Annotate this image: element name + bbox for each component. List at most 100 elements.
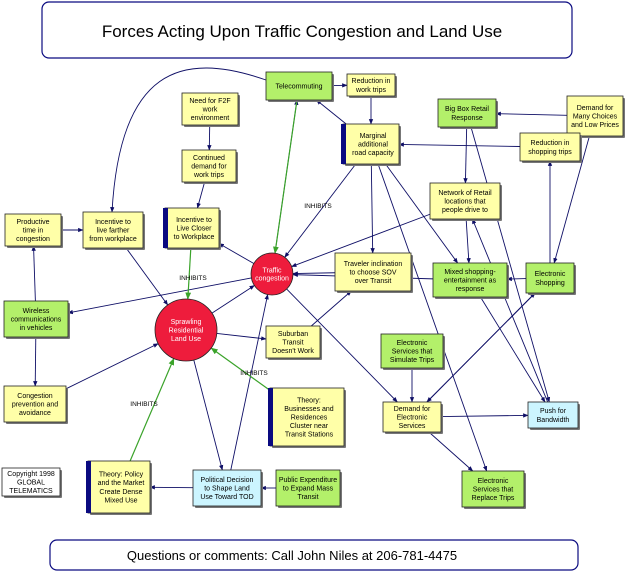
- box-label-line: Incentive to: [176, 217, 212, 224]
- box-label-line: Mixed shopping-: [444, 269, 496, 276]
- influence-arrow: [426, 292, 536, 403]
- box-label-line: Push for: [540, 408, 567, 415]
- box-label-line: Productive: [16, 219, 49, 226]
- box-label-line: Incentive to: [95, 219, 131, 226]
- box-label-line: in vehicles: [20, 325, 53, 332]
- influence-arrow: [292, 271, 336, 276]
- influence-arrow: [436, 413, 529, 419]
- influence-arrow: [385, 163, 458, 264]
- box-label-line: Services that: [392, 349, 433, 356]
- inhibits-arrow: [273, 99, 298, 254]
- box-label-line: Need for F2F: [189, 98, 230, 105]
- inhibits-label-4: INHIBITS: [130, 401, 158, 408]
- box-label-line: Create Dense: [99, 489, 142, 496]
- influence-arrow: [553, 135, 590, 264]
- box-reduction-shopping: Reduction in shopping trips: [519, 132, 582, 163]
- circle-label-line: Traffic: [262, 267, 282, 274]
- influence-arrow: [291, 213, 431, 267]
- box-label-line: Electronic: [397, 415, 428, 422]
- box-label-line: Live Closer: [176, 226, 212, 233]
- circle-label-line: congestion: [255, 276, 289, 283]
- box-label-line: Businesses and: [284, 406, 334, 413]
- box-label-line: Services: [399, 423, 426, 430]
- influence-arrow: [33, 336, 38, 387]
- box-label-line: prevention and: [12, 402, 58, 409]
- box-label-line: over Transit: [355, 278, 392, 285]
- box-label-line: Transit: [282, 340, 303, 347]
- influence-arrow: [315, 99, 347, 125]
- box-label-line: Replace Trips: [472, 495, 515, 502]
- box-label-line: and Low Prices: [571, 122, 619, 129]
- box-label-line: environment: [191, 115, 230, 122]
- title-panel: Forces Acting Upon Traffic Congestion an…: [41, 1, 573, 59]
- box-label-line: shopping trips: [528, 149, 572, 156]
- inhibits-label-2: INHIBITS: [179, 275, 207, 282]
- influence-arrow: [125, 247, 169, 306]
- circle-label-line: Residential: [169, 328, 204, 335]
- box-label-line: Shopping: [535, 280, 565, 287]
- box-label-line: Many Choices: [573, 114, 618, 121]
- box-label-line: Transit: [297, 494, 318, 501]
- influence-arrow: [428, 431, 474, 472]
- inhibits-label-1: INHIBITS: [304, 203, 332, 210]
- box-label-line: Transit Stations: [285, 432, 334, 439]
- box-label-line: Demand for: [394, 406, 431, 413]
- box-label-line: to choose SOV: [349, 270, 396, 277]
- box-label-line: Doesn't Work: [272, 348, 314, 355]
- box-label-line: Mixed Use: [104, 497, 137, 504]
- box-label-line: to Workplace: [174, 234, 215, 241]
- influence-arrow: [284, 163, 357, 258]
- inhibits-label-3: INHIBITS: [240, 370, 268, 377]
- box-label-line: Continued: [193, 155, 225, 162]
- box-label-line: demand for: [191, 164, 227, 171]
- box-label-line: congestion: [16, 236, 50, 243]
- box-label-line: Suburban: [278, 331, 308, 338]
- box-label-line: Traveler inclination: [344, 261, 403, 268]
- box-label-line: people drive to: [442, 207, 488, 214]
- box-label-line: work trips: [193, 172, 224, 179]
- box-label-line: Electronic: [535, 271, 566, 278]
- box-label-line: TELEMATICS: [9, 488, 53, 495]
- box-label-line: road capacity: [352, 150, 394, 157]
- box-label-line: and the Market: [98, 480, 145, 487]
- box-label-line: Public Expenditure: [279, 477, 337, 484]
- influence-arrow: [230, 294, 269, 471]
- influence-arrow: [67, 277, 252, 315]
- connector-lines: [31, 67, 590, 491]
- box-label-line: Demand for: [577, 105, 614, 112]
- box-label-line: Residences: [291, 415, 328, 422]
- influence-arrow: [218, 243, 255, 264]
- inhibits-arrow: [210, 347, 271, 391]
- box-label-line: Reduction in: [352, 78, 391, 85]
- box-label-line: Reduction in: [531, 140, 570, 147]
- influence-arrow: [216, 333, 267, 341]
- footer-panel: Questions or comments: Call John Niles a…: [49, 539, 579, 571]
- box-telecommuting: Telecommuting: [265, 71, 334, 102]
- box-label-line: locations that: [444, 199, 485, 206]
- box-label-line: time in: [23, 228, 44, 235]
- influence-arrow: [310, 290, 352, 327]
- diagram-title: Forces Acting Upon Traffic Congestion an…: [102, 22, 502, 41]
- box-label-line: Political Decision: [201, 477, 254, 484]
